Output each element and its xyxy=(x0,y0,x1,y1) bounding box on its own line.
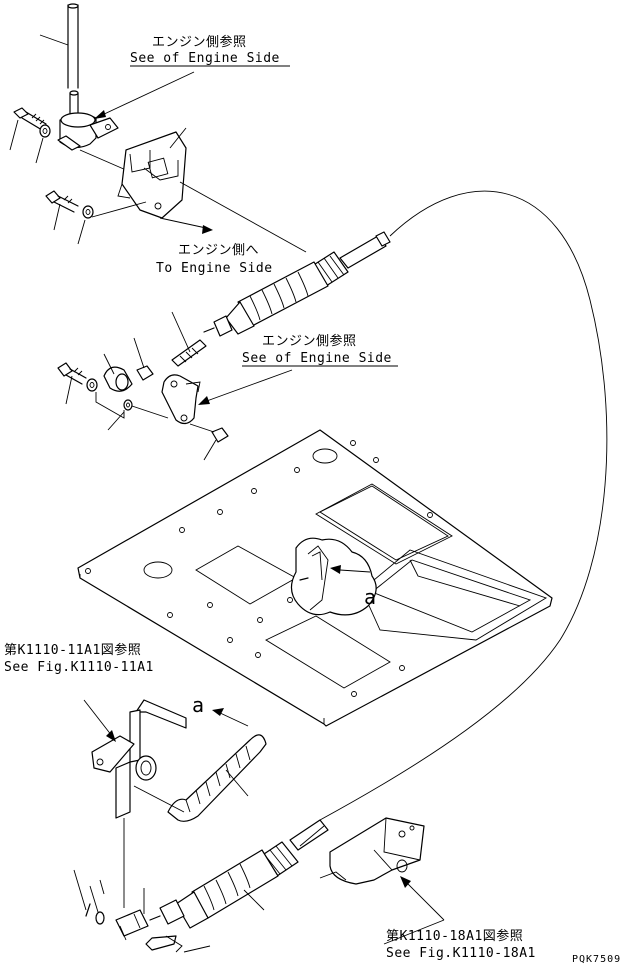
cable-upper xyxy=(179,181,307,253)
lower-bracket xyxy=(319,817,425,885)
marker-a-arrow xyxy=(212,708,249,727)
mid-bolt xyxy=(57,362,87,405)
fig11-jp: 第K1110-11A1図参照 xyxy=(4,642,141,658)
mid-ref-en: See of Engine Side xyxy=(242,351,392,366)
to-engine-en: To Engine Side xyxy=(156,261,273,276)
marker-a-lower: a xyxy=(192,693,204,717)
throttle-cable-upper xyxy=(203,231,391,337)
throttle-cable-lower xyxy=(149,819,329,929)
top-ref-en: See of Engine Side xyxy=(130,51,280,66)
pedal-slot-detail xyxy=(290,537,377,616)
lever-bracket xyxy=(117,127,187,219)
bottom-clevis xyxy=(115,888,211,953)
washer-upper xyxy=(35,124,51,164)
return-spring xyxy=(133,734,267,822)
cable-loop xyxy=(319,190,608,821)
mid-ref-jp: エンジン側参照 xyxy=(262,333,357,349)
engine-side-rod xyxy=(39,3,79,89)
nut-bottom xyxy=(189,423,229,461)
washer-lower xyxy=(77,201,147,245)
mid-washer xyxy=(86,378,98,392)
fig18-en: See Fig.K1110-18A1 xyxy=(386,946,536,961)
drawing-id: PQK7509 xyxy=(572,954,621,965)
cotter-pin xyxy=(99,879,105,895)
ball-joint xyxy=(95,353,133,431)
to-engine-arrow xyxy=(159,217,213,234)
fig18-jp: 第K1110-18A1図参照 xyxy=(386,928,523,944)
fig18-leader xyxy=(383,919,445,945)
top-ref-jp: エンジン側参照 xyxy=(152,34,247,50)
threaded-rod xyxy=(171,311,207,367)
bolt-lower xyxy=(45,190,79,231)
bottom-washer xyxy=(89,885,105,925)
bottom-pin xyxy=(73,869,91,917)
marker-a-upper: a xyxy=(364,585,376,609)
ref-arrow-top xyxy=(94,71,195,119)
to-engine-jp: エンジン側へ xyxy=(178,243,259,258)
lever-plate xyxy=(161,374,201,425)
pivot-block xyxy=(57,90,127,171)
bolt-upper xyxy=(9,107,47,151)
small-washer xyxy=(123,399,169,419)
pin-nut-top xyxy=(133,337,154,381)
ref-arrow-bottom xyxy=(400,876,445,921)
ref-arrow-mid xyxy=(198,369,293,405)
fig11-en: See Fig.K1110-11A1 xyxy=(4,660,154,675)
pedal-lever xyxy=(83,699,187,819)
